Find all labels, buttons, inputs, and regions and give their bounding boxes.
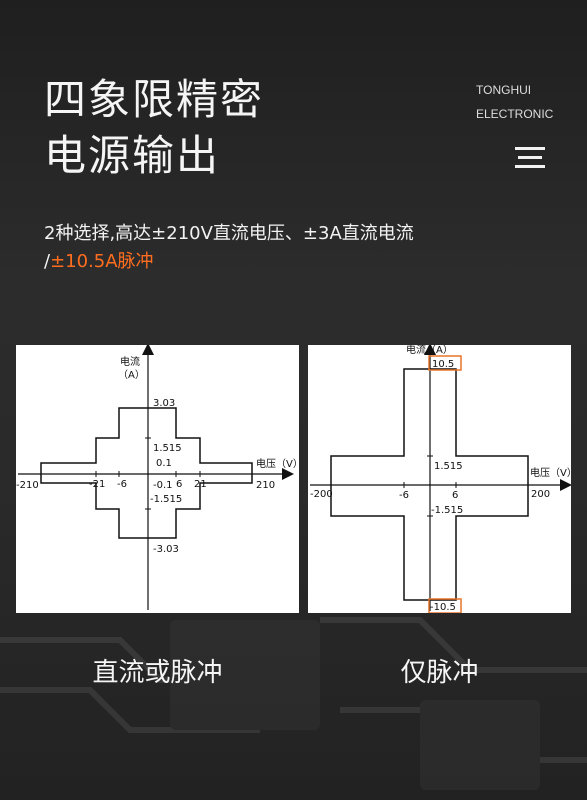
x-tick-label: 200 xyxy=(531,489,550,500)
x-tick-label: -6 xyxy=(117,479,127,490)
x-tick-label: -21 xyxy=(89,479,105,490)
brand-line-2: ELECTRONIC xyxy=(476,107,554,121)
x-tick-label: 6 xyxy=(452,490,458,501)
y-value-label: 1.515 xyxy=(153,443,182,454)
peak-highlight-box xyxy=(428,598,462,613)
feature-line-1: 2种选择,高达±210V直流电压、±3A直流电流 xyxy=(44,223,414,244)
menu-bar-bottom xyxy=(515,165,545,168)
x-tick-label: -6 xyxy=(399,490,409,501)
y-axis-unit: （A） xyxy=(118,369,145,381)
y-axis-label: 电流 xyxy=(120,355,140,368)
brand-line-1: TONGHUI xyxy=(476,83,532,97)
x-axis-label: 电压（V） xyxy=(256,457,299,470)
y-value-label: 10.5 xyxy=(432,359,454,370)
feature-slash: / xyxy=(44,251,51,272)
x-tick-label: 6 xyxy=(176,479,182,490)
x-tick-label: -210 xyxy=(16,480,39,491)
y-value-label: -1.515 xyxy=(150,494,182,505)
menu-bar-top xyxy=(515,147,545,150)
hamburger-icon[interactable] xyxy=(515,147,545,171)
y-value-label: 0.1 xyxy=(156,458,172,469)
operating-region-outline xyxy=(330,368,529,601)
quadrant-diagram-dc-or-pulse: 电流 （A） 电压（V） -210 -21 -6 6 21 210 3.03 1… xyxy=(16,345,299,613)
operating-region-outline xyxy=(40,407,253,539)
page-title: 四象限精密 电源输出 xyxy=(44,75,265,180)
peak-highlight-box xyxy=(428,355,462,371)
feature-description: 2种选择,高达±210V直流电压、±3A直流电流 /±10.5A脉冲 xyxy=(44,220,414,276)
menu-bar-middle xyxy=(518,156,542,159)
feature-highlight: ±10.5A脉冲 xyxy=(50,251,154,272)
x-tick-label: -200 xyxy=(310,489,333,500)
feature-line-2: /±10.5A脉冲 xyxy=(44,248,414,276)
y-value-label: 3.03 xyxy=(153,398,175,409)
x-axis-label: 电压（V） xyxy=(530,466,571,479)
y-axis-label: 电流（A） xyxy=(406,345,453,356)
y-value-label: 1.515 xyxy=(434,461,463,472)
y-value-label: -0.1 xyxy=(153,480,173,491)
caption-dc-or-pulse: 直流或脉冲 xyxy=(92,658,223,688)
caption-pulse-only: 仅脉冲 xyxy=(400,658,479,688)
quadrant-diagram-pulse-only: 电流（A） 电压（V） -200 -6 6 200 10.5 1.515 -1.… xyxy=(308,345,571,613)
circuit-board-background xyxy=(0,617,587,790)
y-value-label: -3.03 xyxy=(153,544,179,555)
y-value-label: -10.5 xyxy=(430,602,456,613)
y-value-label: -1.515 xyxy=(431,505,463,516)
x-tick-label: 210 xyxy=(256,480,275,491)
x-tick-label: 21 xyxy=(194,479,207,490)
brand-logo: TONGHUI ELECTRONIC xyxy=(476,78,566,126)
